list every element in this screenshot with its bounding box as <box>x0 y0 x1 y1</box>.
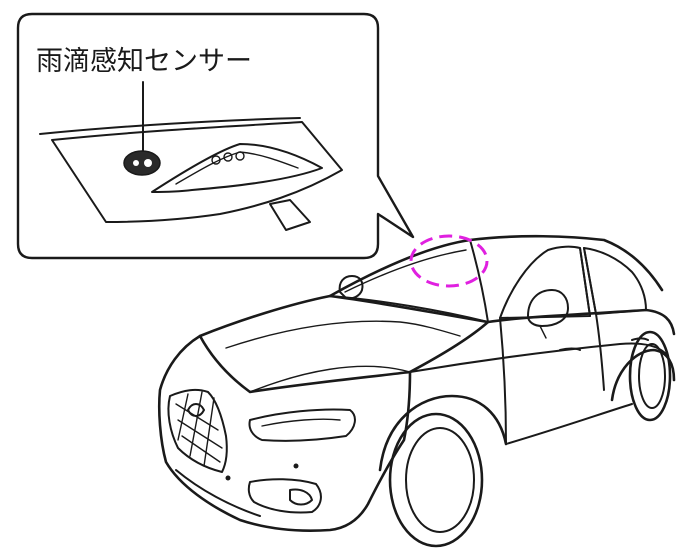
hood-crease <box>225 320 461 349</box>
side-mirror-stem <box>539 325 547 339</box>
grille-mesh-b <box>177 391 215 467</box>
b-pillar <box>579 247 597 317</box>
front-wheel <box>388 412 484 548</box>
front-fascia <box>157 334 412 532</box>
fog-light <box>289 488 313 506</box>
hood-outline <box>198 294 490 394</box>
mirror-stem <box>269 199 311 231</box>
mirror-light-c <box>235 151 245 161</box>
closeup-windshield-top <box>39 117 301 135</box>
front-grille <box>167 388 228 473</box>
car-roof-line <box>328 234 664 298</box>
lower-lip <box>175 469 261 517</box>
callout-label: 雨滴感知センサー <box>36 46 252 77</box>
rain-sensor-lens-b <box>144 159 152 167</box>
car-illustration <box>157 234 676 548</box>
hood-crease-2 <box>249 365 411 393</box>
front-wheel-rim <box>405 427 475 533</box>
rain-sensor-icon <box>123 150 161 176</box>
emblem <box>187 403 205 417</box>
rear-side-window <box>583 247 647 315</box>
side-mirror <box>527 289 569 327</box>
sensor-location-marker <box>409 234 489 288</box>
sensor-dot-left <box>225 475 231 481</box>
door-handle-front <box>559 347 581 351</box>
front-door-line <box>499 317 507 445</box>
headlight <box>248 408 356 442</box>
rear-wheel-rim <box>638 343 666 409</box>
windshield-a-pillar <box>469 239 489 323</box>
headlight-inner <box>261 418 341 427</box>
front-side-window <box>499 245 591 319</box>
body-side-line <box>486 308 676 336</box>
mirror-light-b <box>223 152 233 162</box>
closeup-windshield-panel <box>51 121 343 223</box>
sill-line <box>505 403 633 445</box>
lower-intake <box>247 478 322 514</box>
rear-door-line <box>595 313 605 391</box>
sensor-dot-right <box>293 463 299 469</box>
left-side-mirror <box>338 275 364 300</box>
body-character-line <box>409 342 669 373</box>
windshield-inner-line <box>344 249 467 293</box>
front-wheel-arch <box>378 394 508 472</box>
mirror-cover <box>151 143 323 193</box>
rear-wheel-arch <box>610 348 676 402</box>
rain-sensor-lens-a <box>133 160 139 166</box>
mirror-light-a <box>211 155 221 165</box>
rear-wheel <box>628 330 672 422</box>
callout-bubble: 雨滴感知センサー <box>16 12 415 260</box>
callout-frame <box>16 12 415 260</box>
